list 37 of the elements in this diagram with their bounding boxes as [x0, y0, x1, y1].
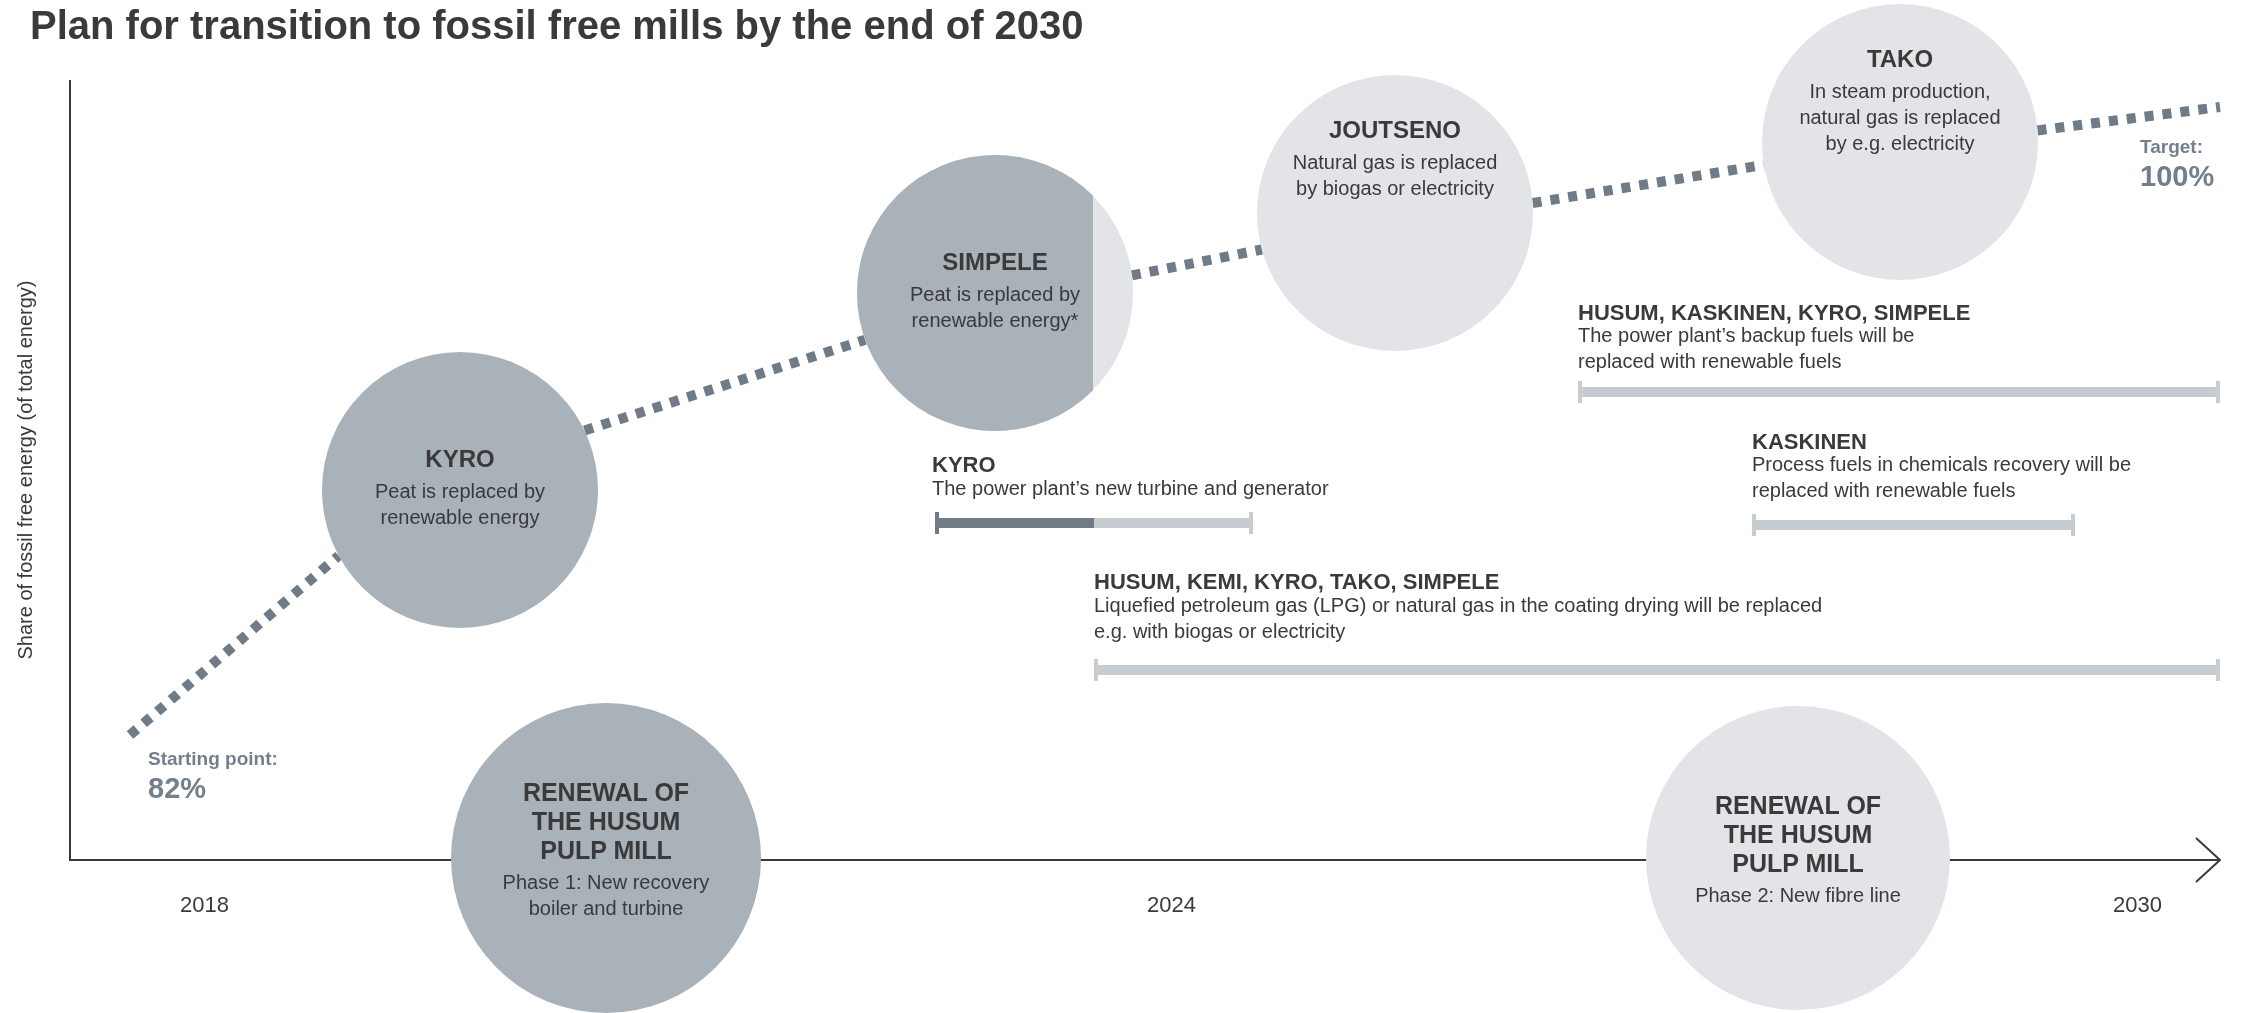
milestone-description: Natural gas is replaced by biogas or electricity: [1291, 150, 1499, 201]
year-label: 2030: [2113, 891, 2162, 919]
milestone-circle: [1762, 4, 2038, 280]
project-description: The power plant’s new turbine and generator: [932, 476, 1330, 501]
milestone-title: RENEWAL OF THE HUSUM PULP MILL: [521, 777, 691, 865]
milestone-title: SIMPELE: [942, 247, 1048, 277]
milestone-description: Peat is replaced by renewable energy*: [908, 282, 1082, 333]
milestone-title: KYRO: [425, 444, 495, 474]
milestone-circle: [322, 352, 598, 628]
milestone-description: Phase 1: New recovery boiler and turbine: [501, 869, 711, 921]
annotation-label: Starting point:: [148, 747, 278, 771]
percentage-value: 82%: [148, 771, 207, 806]
milestone-title: RENEWAL OF THE HUSUM PULP MILL: [1713, 790, 1883, 878]
trend-line: [2036, 102, 2221, 136]
year-label: 2018: [180, 891, 229, 919]
annotation-label: Target:: [2140, 135, 2203, 159]
milestone-circle: [1646, 706, 1950, 1010]
milestone-title: JOUTSENO: [1329, 115, 1461, 145]
milestone-description: Peat is replaced by renewable energy: [373, 479, 547, 530]
project-title: HUSUM, KASKINEN, KYRO, SIMPELE: [1578, 299, 1972, 327]
milestone-circle: [1257, 75, 1533, 351]
milestone-description: Phase 2: New fibre line: [1694, 882, 1902, 908]
trend-line: [126, 551, 342, 739]
project-description: The power plant’s backup fuels will be replaced with renewable fuels: [1578, 324, 1916, 374]
title: Plan for transition to fossil free mills by the end of 2030: [30, 2, 1084, 48]
trend-line: [1130, 244, 1263, 281]
milestone-title: TAKO: [1866, 44, 1934, 74]
project-title: HUSUM, KEMI, KYRO, TAKO, SIMPELE: [1094, 568, 1501, 596]
milestone-circle: [857, 155, 1133, 431]
project-description: Liquefied petroleum gas (LPG) or natural gas in the coating drying will be replaced e.g. with biogas or electricity: [1094, 593, 1824, 644]
year-label: 2024: [1147, 891, 1196, 919]
percentage-value: 100%: [2140, 159, 2215, 194]
axis-title: Share of fossil free energy (of total energy): [13, 280, 37, 660]
milestone-circle: [451, 703, 761, 1013]
project-title: KYRO: [932, 451, 997, 479]
milestone-description: In steam production, natural gas is replaced by e.g. electricity: [1798, 79, 2002, 156]
trend-line: [583, 335, 867, 436]
